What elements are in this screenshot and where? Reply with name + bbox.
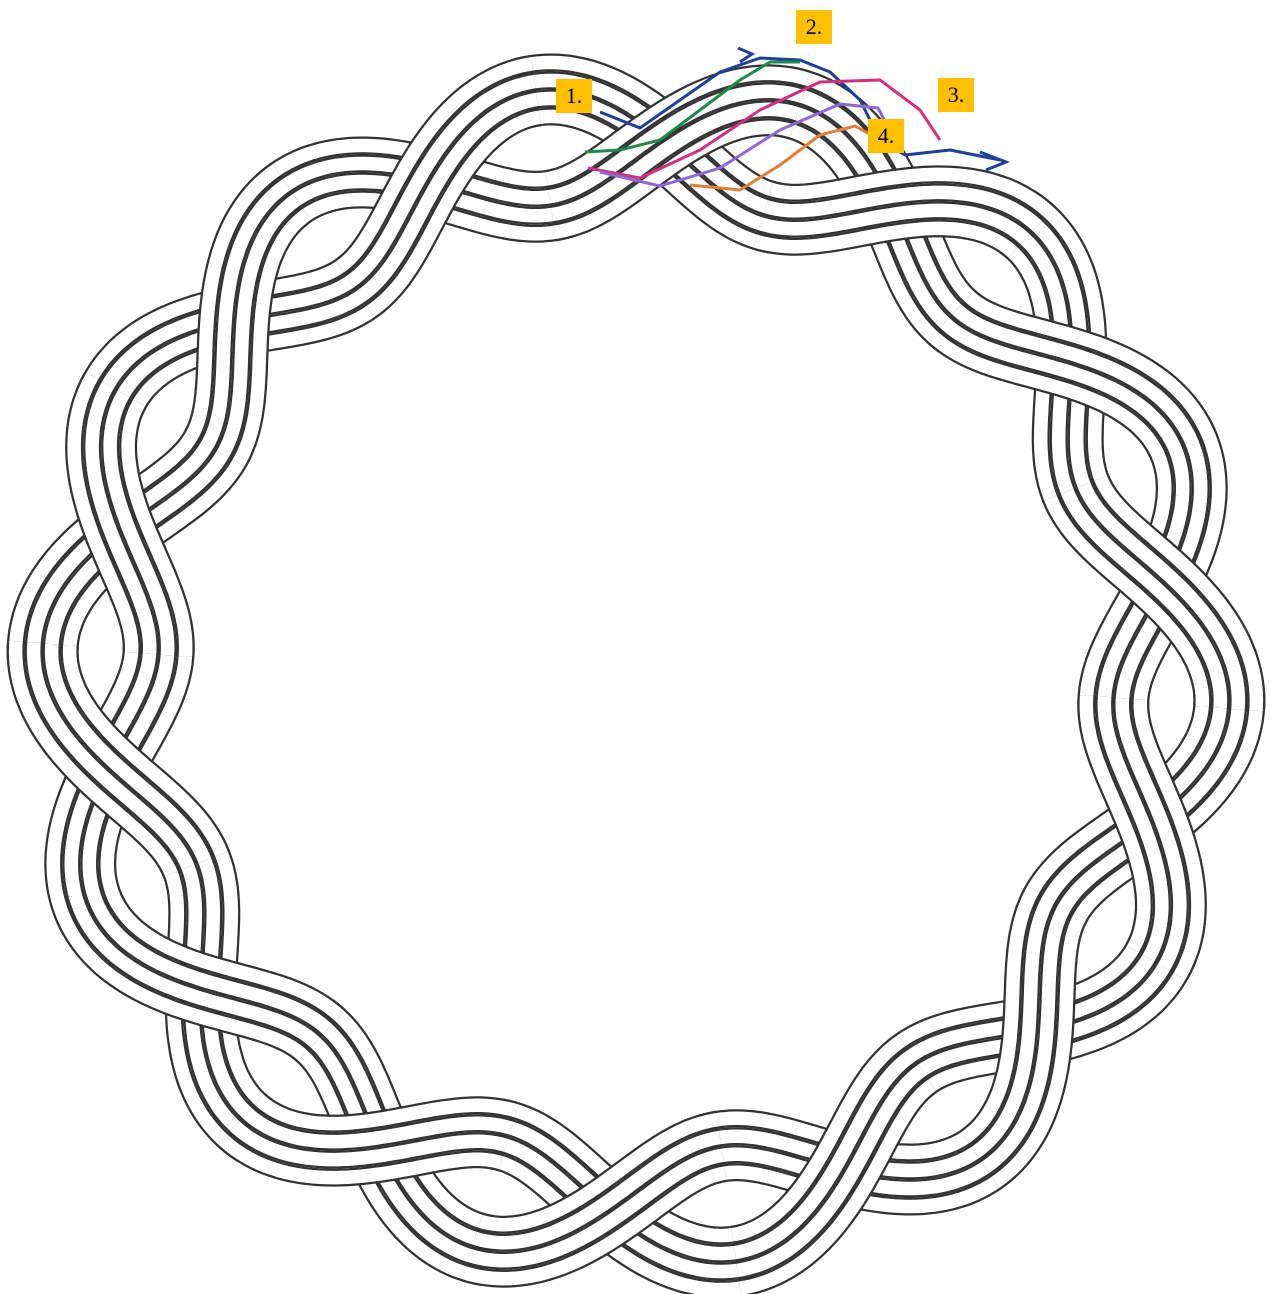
rope-under-layer <box>16 63 1257 1290</box>
label-2-text: 2. <box>806 14 823 40</box>
label-3: 3. <box>938 78 974 112</box>
label-4-text: 4. <box>878 123 895 149</box>
label-3-text: 3. <box>948 82 965 108</box>
label-1-text: 1. <box>566 83 583 109</box>
blue-arrowhead-1 <box>738 48 752 62</box>
label-2: 2. <box>796 10 832 44</box>
blue-arrowhead-2 <box>980 152 1006 170</box>
label-1: 1. <box>556 79 592 113</box>
label-4: 4. <box>868 119 904 153</box>
